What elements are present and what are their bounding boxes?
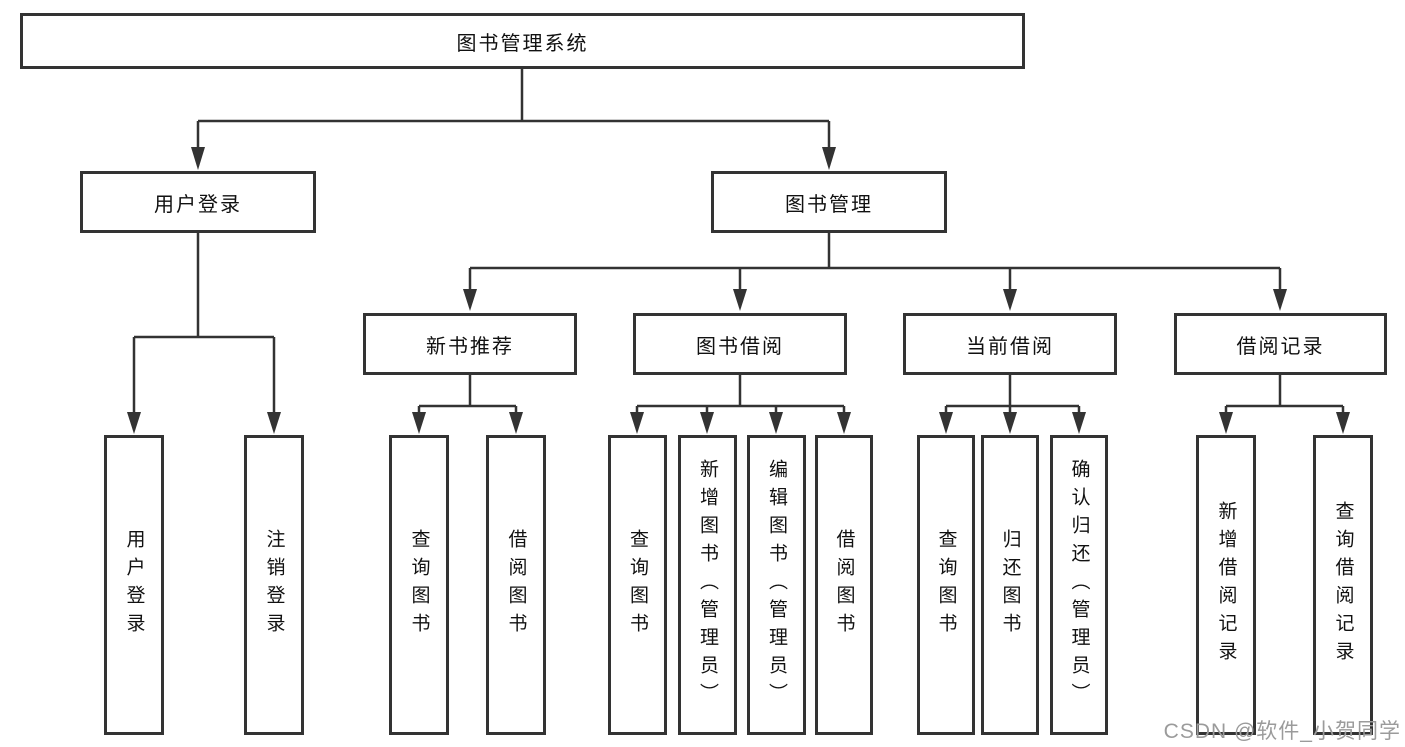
node-user-login: 用户登录 [80,171,316,233]
leaf-borrow-book: 借阅图书 [815,435,873,735]
csdn-watermark: CSDN @软件_小贺同学 [1163,720,1401,743]
leaf-return-book-label: 归还图书 [999,529,1021,641]
node-root-label: 图书管理系统 [456,32,589,55]
leaf-add-borrow-record-label: 新增借阅记录 [1215,501,1237,669]
leaf-borrow-book-label: 借阅图书 [833,529,855,641]
node-book-management: 图书管理 [711,171,947,233]
leaf-query-book-borrow: 查询图书 [608,435,667,735]
leaf-user-login: 用户登录 [104,435,164,735]
node-book-borrow: 图书借阅 [633,313,847,375]
connector-current-borrow-split [939,375,1086,434]
leaf-add-book-admin: 新增图书（管理员） [678,435,737,735]
leaf-confirm-return-admin-label: 确认归还（管理员） [1068,459,1090,711]
leaf-add-borrow-record: 新增借阅记录 [1196,435,1256,735]
leaf-query-book-current: 查询图书 [917,435,975,735]
node-borrow-record-label: 借阅记录 [1236,335,1325,358]
leaf-logout: 注销登录 [244,435,304,735]
node-book-management-label: 图书管理 [785,193,873,216]
leaf-query-book-borrow-label: 查询图书 [627,529,648,641]
leaf-query-book-recommend-label: 查询图书 [408,529,430,641]
leaf-return-book: 归还图书 [981,435,1039,735]
leaf-user-login-label: 用户登录 [123,529,145,641]
leaf-query-borrow-record-label: 查询借阅记录 [1332,501,1354,669]
leaf-edit-book-admin: 编辑图书（管理员） [747,435,806,735]
leaf-edit-book-admin-label: 编辑图书（管理员） [766,459,787,711]
leaf-query-book-current-label: 查询图书 [935,529,957,641]
leaf-confirm-return-admin: 确认归还（管理员） [1050,435,1108,735]
leaf-query-borrow-record: 查询借阅记录 [1313,435,1373,735]
leaf-add-book-admin-label: 新增图书（管理员） [697,459,718,711]
node-current-borrow: 当前借阅 [903,313,1117,375]
connector-new-book-recommend-split [412,375,523,434]
node-borrow-record: 借阅记录 [1174,313,1387,375]
node-root: 图书管理系统 [20,13,1025,69]
connector-borrow-record-split [1219,375,1350,434]
leaf-borrow-book-recommend-label: 借阅图书 [505,529,527,641]
connector-book-borrow-split [630,375,851,434]
connector-user-login-split [127,233,281,434]
node-user-login-label: 用户登录 [154,193,242,216]
node-new-book-recommend-label: 新书推荐 [426,335,514,358]
connector-root-split [191,69,836,170]
connector-book-management-split [463,233,1287,311]
node-current-borrow-label: 当前借阅 [966,335,1054,358]
leaf-logout-label: 注销登录 [263,529,285,641]
node-book-borrow-label: 图书借阅 [696,335,784,358]
leaf-query-book-recommend: 查询图书 [389,435,449,735]
leaf-borrow-book-recommend: 借阅图书 [486,435,546,735]
node-new-book-recommend: 新书推荐 [363,313,577,375]
